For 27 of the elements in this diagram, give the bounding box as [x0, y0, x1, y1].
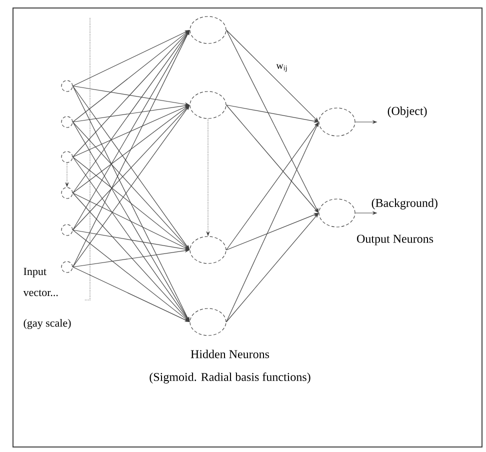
arrow [72, 122, 190, 322]
arrow [226, 122, 319, 322]
input-neuron [61, 261, 73, 273]
hidden-neuron [190, 308, 226, 336]
arrow [72, 30, 190, 268]
input-neuron [61, 187, 73, 199]
hidden-neuron [190, 91, 226, 119]
input-neuron [61, 80, 73, 92]
label: Input vector... [23, 268, 58, 296]
arrow [72, 30, 190, 230]
hidden-neuron [190, 16, 226, 44]
output-label: (Object) [388, 106, 427, 118]
output-neuron [318, 198, 356, 228]
output-neuron [318, 108, 356, 136]
arrow [226, 30, 319, 213]
output-label: (Background) [372, 198, 438, 210]
label: Output Neurons [357, 234, 434, 246]
label: (gay scale) [24, 319, 71, 329]
label: (Sigmoid. Radial basis functions) [150, 372, 310, 384]
arrow [72, 86, 190, 250]
hidden-neuron [190, 236, 226, 264]
label: w$_{ij}$ [276, 64, 287, 72]
input-neuron [61, 224, 73, 236]
label: Hidden Neurons [190, 350, 270, 358]
arrow [72, 86, 190, 322]
input-neuron [61, 151, 73, 163]
input-neuron [61, 116, 73, 128]
